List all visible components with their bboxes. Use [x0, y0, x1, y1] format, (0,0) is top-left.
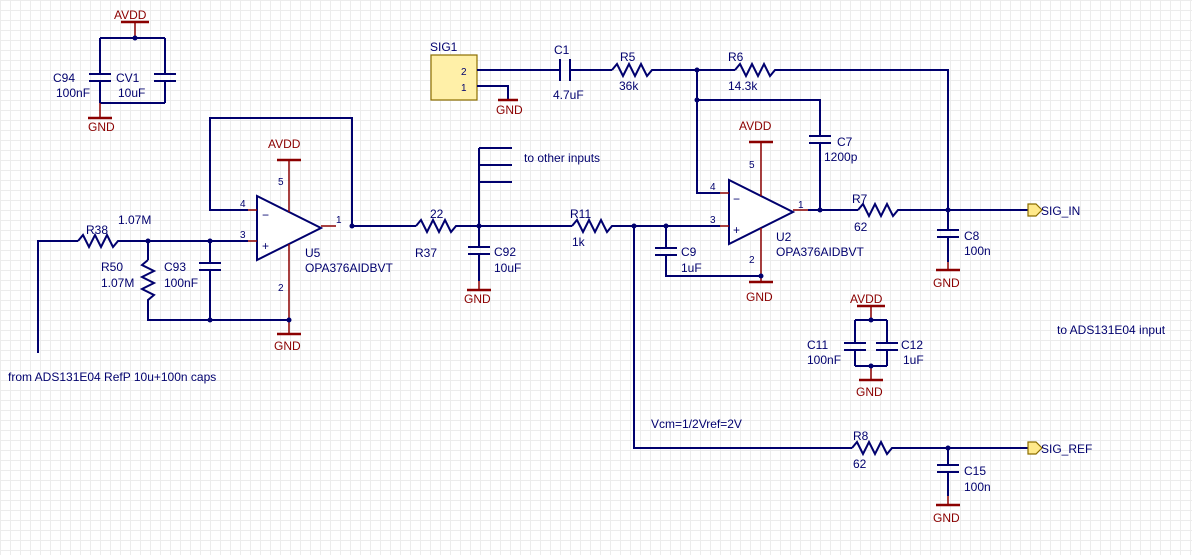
sig-in-label: SIG_IN: [1041, 204, 1080, 218]
u2-minus: −: [733, 192, 740, 206]
r11-ref: R11: [570, 207, 591, 221]
r8-ref: R8: [853, 429, 869, 443]
u2-gnd-label: GND: [746, 290, 773, 304]
c94-gnd-label: GND: [88, 120, 115, 134]
c11-gnd-label: GND: [856, 385, 883, 399]
r7-resistor[interactable]: [857, 201, 1028, 219]
c9-ref: C9: [681, 245, 697, 259]
u5-ref: U5: [305, 246, 321, 260]
u2-pin-inp: 3: [710, 215, 716, 226]
u2-pin-v: 5: [749, 160, 755, 171]
other-inputs-note: to other inputs: [524, 151, 600, 165]
u2-plus: +: [733, 223, 740, 237]
u5-part: OPA376AIDBVT: [305, 261, 393, 275]
r11-value: 1k: [572, 235, 586, 249]
r50-ref: R50: [101, 260, 123, 274]
r6-ref: R6: [728, 50, 744, 64]
sig1-pin1: 1: [461, 83, 467, 94]
u5-plus: +: [262, 239, 269, 253]
r6-resistor[interactable]: [734, 61, 949, 210]
r37-ref: R37: [415, 246, 437, 260]
c8-value: 100n: [964, 244, 991, 258]
u2-pin-out: 1: [798, 200, 804, 211]
sig1-gnd-label: GND: [496, 103, 523, 117]
c15-ref: C15: [964, 464, 986, 478]
c92-value: 10uF: [494, 261, 521, 275]
sig1-ref: SIG1: [430, 40, 458, 54]
u2-avdd-label: AVDD: [739, 119, 772, 133]
u5-pin-inn: 4: [240, 199, 246, 210]
u2-pin-g: 2: [749, 255, 755, 266]
cv1-value: 10uF: [118, 86, 145, 100]
c94-value: 100nF: [56, 86, 90, 100]
cv1-ref: CV1: [116, 71, 140, 85]
c1-ref: C1: [554, 43, 570, 57]
u5-pin-v: 5: [278, 177, 284, 188]
r8-resistor[interactable]: [851, 439, 1028, 457]
c15-value: 100n: [964, 480, 991, 494]
c94-cv1-decoupling[interactable]: [88, 20, 176, 120]
c11-value: 100nF: [807, 353, 841, 367]
u5-pin-g: 2: [278, 283, 284, 294]
u2-ref: U2: [776, 230, 792, 244]
r38-value: 1.07M: [118, 213, 151, 227]
c94-ref: C94: [53, 71, 75, 85]
r37-value: 22: [430, 207, 444, 221]
r8-value: 62: [853, 457, 867, 471]
sig-in-port[interactable]: [1027, 203, 1043, 217]
c11-avdd-label: AVDD: [850, 292, 883, 306]
r5-value: 36k: [619, 79, 639, 93]
r7-value: 62: [854, 220, 868, 234]
c92-ref: C92: [494, 245, 516, 259]
r50-resistor[interactable]: [139, 259, 289, 321]
c94-avdd-label: AVDD: [114, 8, 147, 22]
c93-value: 100nF: [164, 276, 198, 290]
r50-value: 1.07M: [101, 276, 134, 290]
c92-gnd-label: GND: [464, 292, 491, 306]
u2-pin-inn: 4: [710, 182, 716, 193]
r38-ref: R38: [86, 223, 108, 237]
c11-ref: C11: [807, 338, 828, 352]
sig-ref-port[interactable]: [1027, 441, 1043, 455]
ads-input-note: to ADS131E04 input: [1057, 323, 1166, 337]
c11-c12-decoupling[interactable]: [844, 304, 898, 382]
u5-avdd-label: AVDD: [268, 137, 301, 151]
u5-pin-inp: 3: [240, 230, 246, 241]
refp-note: from ADS131E04 RefP 10u+100n caps: [8, 370, 216, 384]
sig1-header[interactable]: [430, 54, 478, 101]
c9-value: 1uF: [681, 261, 702, 275]
r7-ref: R7: [852, 192, 868, 206]
r38-resistor[interactable]: [77, 232, 248, 250]
sig1-pin2: 2: [461, 67, 467, 78]
c8-gnd-label: GND: [933, 276, 960, 290]
sig-ref-label: SIG_REF: [1041, 442, 1092, 456]
u5-gnd-label: GND: [274, 339, 301, 353]
c7-value: 1200p: [824, 150, 858, 164]
c8-ref: C8: [964, 229, 980, 243]
r37-resistor[interactable]: [415, 217, 572, 235]
r5-resistor[interactable]: [611, 61, 665, 79]
c93-ref: C93: [164, 260, 186, 274]
c15-gnd-label: GND: [933, 511, 960, 525]
c12-ref: C12: [901, 338, 923, 352]
c7-ref: C7: [837, 135, 853, 149]
u5-minus: −: [262, 208, 269, 222]
r5-ref: R5: [620, 50, 636, 64]
r11-resistor[interactable]: [571, 217, 720, 235]
c12-value: 1uF: [903, 353, 924, 367]
u5-pin-out: 1: [336, 215, 342, 226]
c1-value: 4.7uF: [553, 88, 584, 102]
vcm-note: Vcm=1/2Vref=2V: [651, 417, 742, 431]
r6-value: 14.3k: [728, 79, 758, 93]
u2-part: OPA376AIDBVT: [776, 245, 864, 259]
